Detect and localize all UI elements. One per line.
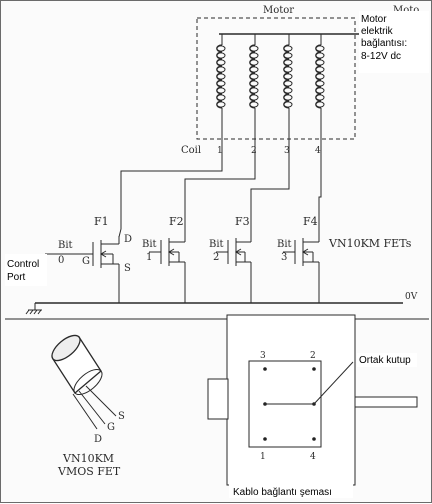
fet-label-f1: F1 [94, 215, 109, 228]
motor-power-note-line-1: Motor [361, 14, 387, 25]
terminal-label-3: 3 [260, 351, 266, 361]
package-type: VMOS FET [57, 465, 121, 478]
motor-partial-label: Moto [393, 5, 419, 16]
common-terminal-note-bg [357, 353, 417, 367]
terminal-block [248, 360, 322, 448]
coil-1 [216, 34, 226, 139]
control-port-note-bg [5, 254, 47, 286]
terminal-1 [263, 437, 267, 441]
common-pointer [313, 361, 354, 405]
wire-coil3-f3 [250, 139, 290, 234]
wire-coil2-f2 [184, 139, 256, 234]
bit-label-3: Bit [277, 239, 292, 250]
bit-number-2: 2 [213, 252, 219, 263]
ground-label: 0V [405, 292, 418, 302]
motor-left-flange [207, 378, 229, 420]
motor-power-note-line-2: elektrik [361, 26, 394, 37]
bit-label-2: Bit [209, 239, 224, 250]
fet-label-f2: F2 [169, 215, 184, 228]
bit-label-0: Bit [58, 240, 73, 251]
cable-diagram-note-bg [229, 484, 353, 498]
terminal-2 [312, 367, 316, 371]
coil-3 [283, 34, 293, 139]
bit-number-0: 0 [58, 255, 64, 266]
common-terminal-note: Ortak kutup [359, 355, 411, 366]
bit-number-3: 3 [281, 252, 287, 263]
coil-label: Coil [181, 145, 201, 156]
terminal-3 [263, 367, 267, 371]
package-pin-s: S [118, 411, 125, 422]
ground-hatch-4 [37, 309, 42, 315]
wire-coil1-f1 [118, 139, 223, 238]
terminal-label-1: 1 [260, 452, 266, 462]
fet-group [81, 234, 320, 303]
ground-hatch-2 [29, 309, 34, 315]
control-port-note-line-2: Port [7, 272, 26, 283]
package-name: VN10KM [62, 452, 114, 465]
bit-label-1: Bit [142, 239, 157, 250]
motor-power-note-line-4: 8-12V dc [361, 51, 401, 62]
motor-title: Motor [263, 5, 294, 16]
motor-coils [216, 34, 325, 139]
motor-body-outline [226, 314, 356, 486]
motor-power-note-bg [359, 11, 429, 73]
coil-number-4: 4 [315, 146, 321, 156]
motor-power-note-line-3: bağlantısı: [361, 38, 407, 49]
f1-drain-label: D [124, 234, 132, 245]
terminal-label-2: 2 [310, 351, 316, 361]
bit-number-1: 1 [146, 252, 152, 263]
cable-diagram-note: Kablo bağlantı şeması [233, 487, 332, 498]
f1-gate-label: G [82, 256, 90, 267]
motor-shaft [354, 396, 418, 408]
fet-label-f3: F3 [235, 215, 250, 228]
fet-label-f4: F4 [303, 215, 318, 228]
coil-number-3: 3 [284, 146, 290, 156]
control-port-note-line-1: Control [7, 259, 39, 270]
terminal-4 [312, 437, 316, 441]
coil-2 [249, 34, 259, 139]
f1-source-label: S [124, 263, 131, 274]
ground-hatch-1 [25, 309, 30, 315]
coil-number-1: 1 [217, 146, 223, 156]
package-pin-g: G [107, 422, 115, 433]
fet-1-symbol [81, 236, 120, 303]
ground-hatch-3 [33, 309, 38, 315]
wire-coil4-f4 [318, 139, 322, 234]
fet-3-symbol [216, 234, 252, 303]
terminal-label-4: 4 [310, 452, 316, 462]
coil-4 [315, 34, 325, 139]
fet-2-symbol [149, 234, 186, 303]
fet-4-symbol [283, 234, 320, 303]
package-pin-d: D [94, 434, 102, 445]
motor-enclosure [196, 17, 356, 140]
coil-number-2: 2 [251, 146, 257, 156]
fet-type-label: VN10KM FETs [328, 237, 412, 250]
vn10km-package [51, 334, 117, 430]
